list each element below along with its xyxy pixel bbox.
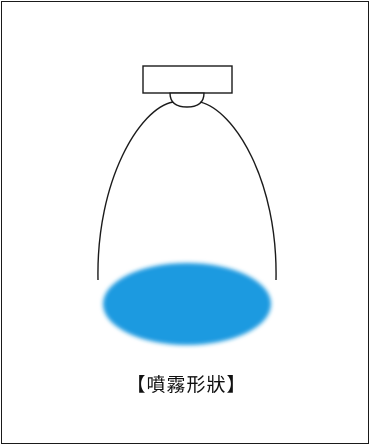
spray-cone-outline: [97, 101, 277, 281]
diagram-caption: 【噴霧形狀】: [126, 374, 247, 396]
nozzle-mount-block: [142, 65, 233, 94]
spray-pattern-ellipse: [103, 263, 271, 345]
nozzle-head: [169, 92, 205, 108]
